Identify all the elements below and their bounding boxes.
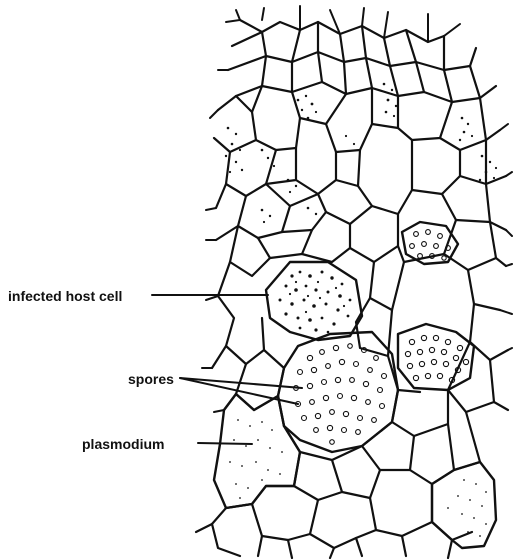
spores-cell-shape xyxy=(278,332,398,452)
spores-label: spores xyxy=(128,372,174,386)
plasmodium-label: plasmodium xyxy=(82,437,164,451)
leader-line-plasmodium xyxy=(198,443,252,444)
plasmodium-cell-shape xyxy=(214,394,300,508)
infected-host-cell-label: infected host cell xyxy=(8,289,122,303)
cell-wall-network xyxy=(196,20,508,558)
speckled-cells-top xyxy=(225,83,497,223)
spore-cluster-upper-right xyxy=(402,222,458,264)
leader-lines xyxy=(152,295,302,444)
infected-host-cell-shape xyxy=(266,262,362,340)
